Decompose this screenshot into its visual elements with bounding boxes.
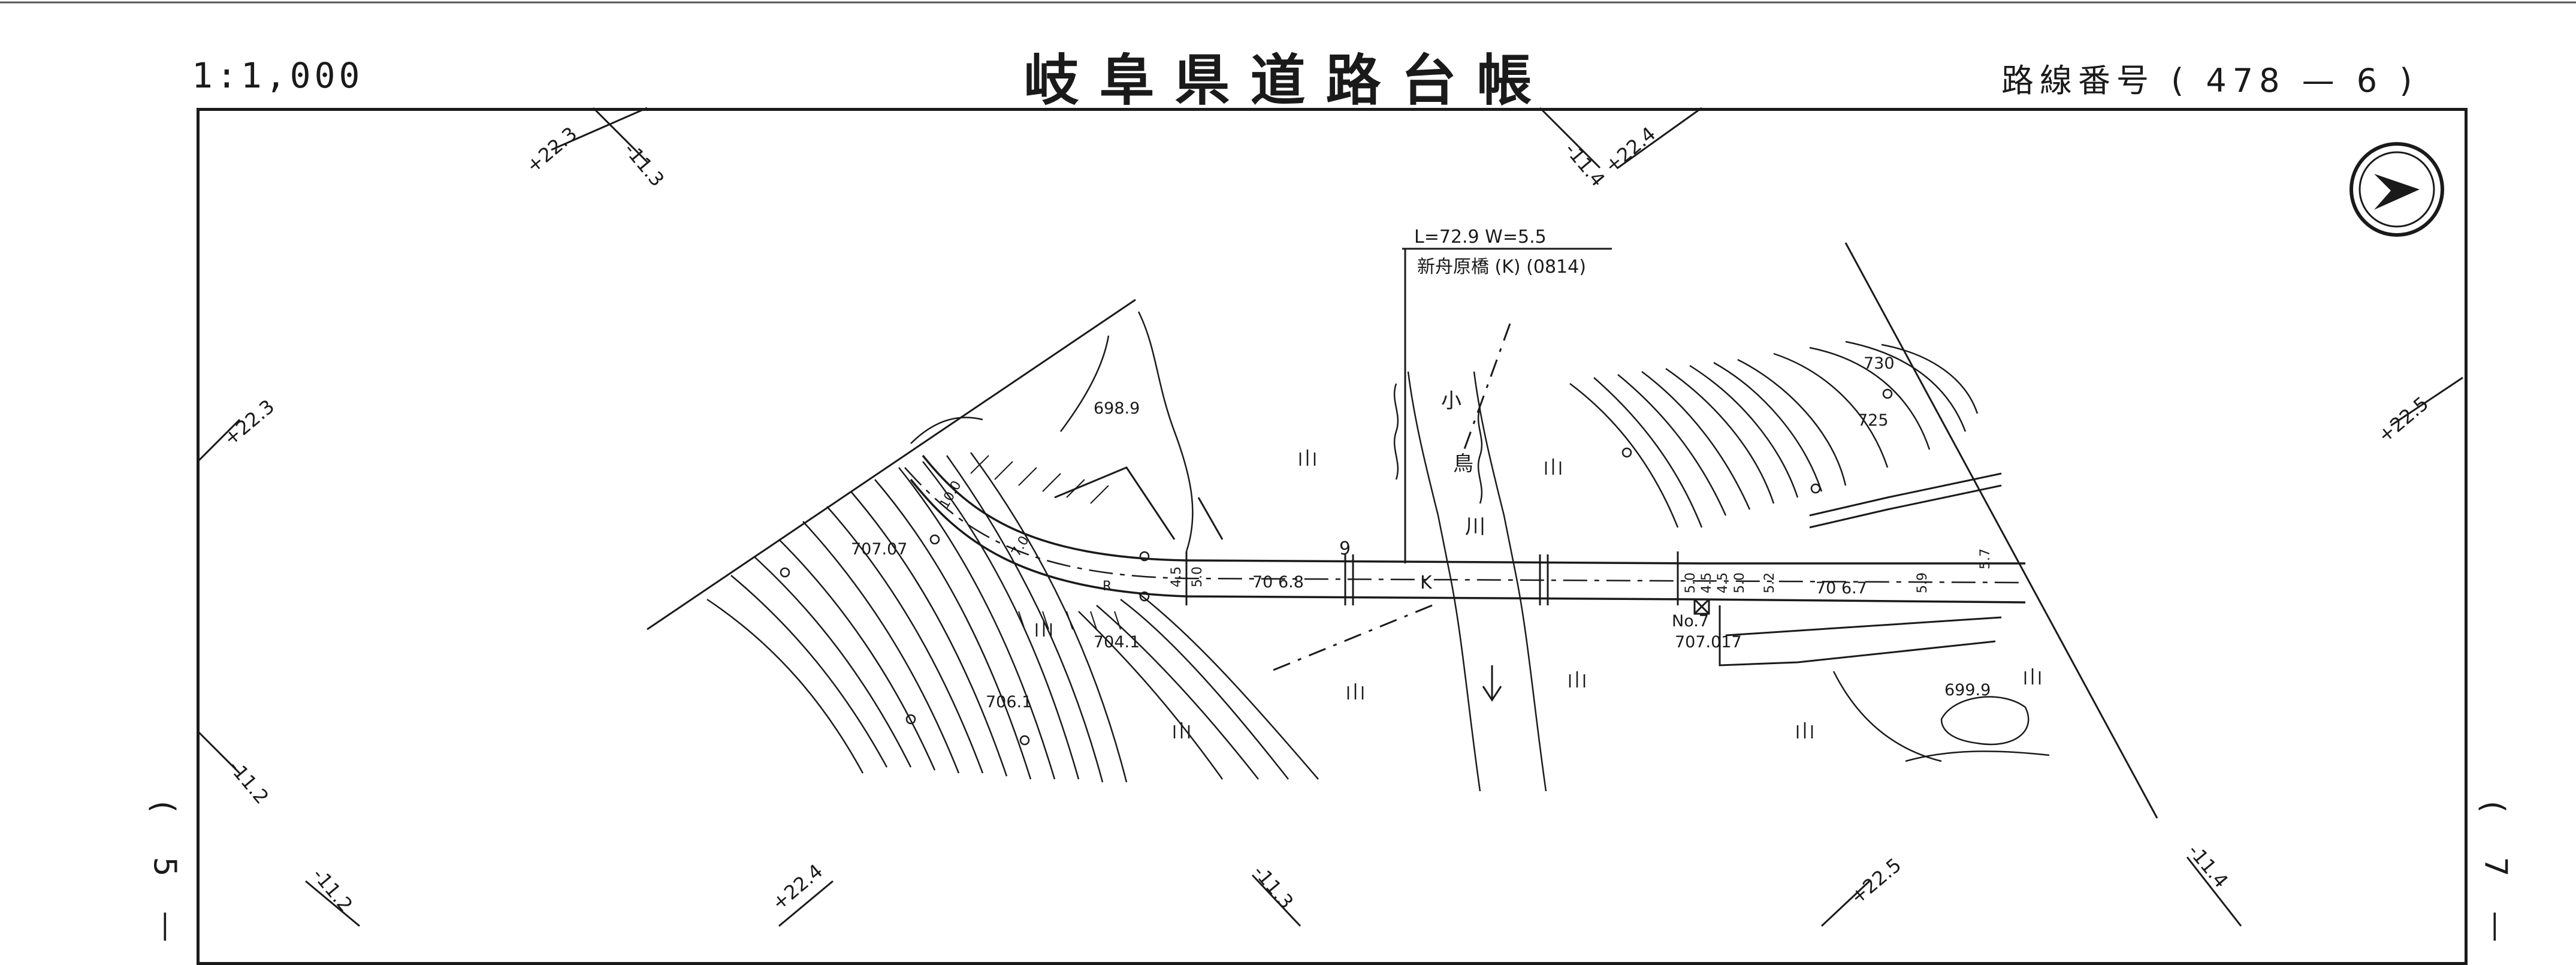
route-number: 路線番号 ( 478 — 6 ) bbox=[2001, 62, 2418, 99]
elevation-label: 698.9 bbox=[1094, 399, 1140, 418]
river-banks bbox=[1393, 371, 1547, 792]
width-label: 7.0 bbox=[1009, 533, 1032, 559]
width-label: 4.5 bbox=[1169, 566, 1184, 587]
grid-label: +22.5 bbox=[1846, 854, 1906, 909]
river-name-char: 川 bbox=[1465, 515, 1485, 539]
bridge-code: K bbox=[1420, 572, 1433, 593]
grid-label: +22.3 bbox=[522, 122, 582, 177]
road-center-dashed bbox=[904, 467, 2026, 584]
elevation-label: 706.1 bbox=[986, 693, 1032, 711]
elevation-label: 707.07 bbox=[851, 540, 907, 559]
width-label: 5.7 bbox=[1978, 548, 1993, 569]
station-tick-label: 9 bbox=[1339, 538, 1351, 559]
elevation-label: 704.1 bbox=[1094, 633, 1140, 652]
station-number: No.7 bbox=[1672, 612, 1709, 631]
river-name-char: 鳥 bbox=[1453, 452, 1473, 476]
road-centerline bbox=[910, 454, 2026, 604]
grid-label: -11.3 bbox=[620, 138, 669, 191]
elevation-label: 70 6.8 bbox=[1252, 573, 1304, 592]
vegetation-symbols bbox=[1035, 450, 2041, 738]
width-label: 5.0 bbox=[1683, 572, 1698, 593]
width-label: 5.0 bbox=[1732, 572, 1747, 593]
bridge-dimensions: L=72.9 W=5.5 bbox=[1414, 227, 1547, 248]
survey-boundary bbox=[647, 242, 2158, 819]
river-name-char: 小 bbox=[1441, 389, 1461, 413]
page-title: 岐阜県道路台帳 bbox=[1023, 49, 1553, 113]
grid-label: -11.3 bbox=[1249, 861, 1298, 913]
width-label: 4.5 bbox=[1716, 572, 1731, 593]
elevation-label: 699.9 bbox=[1944, 681, 1991, 699]
grid-label: +22.3 bbox=[219, 395, 279, 450]
contour-lines-east bbox=[1569, 340, 2050, 762]
embankment-strip bbox=[1054, 466, 2002, 667]
contour-lines-west bbox=[706, 311, 1319, 783]
bridge-name: 新舟原橋 (K) (0814) bbox=[1417, 257, 1586, 278]
flow-arrow-icon bbox=[1482, 665, 1502, 702]
grid-label: +22.4 bbox=[1600, 122, 1660, 177]
elevation-label: 70 6.7 bbox=[1816, 579, 1867, 598]
flow-arrow-upper-icon bbox=[1197, 497, 1224, 540]
contour-label: 725 bbox=[1858, 411, 1889, 430]
bridge-deck bbox=[1185, 551, 1679, 605]
grid-label: -11.2 bbox=[224, 756, 273, 809]
width-label: 5.0 bbox=[1190, 566, 1205, 587]
width-label: 4.5 bbox=[1699, 572, 1714, 593]
slope-hatching-west bbox=[970, 455, 1121, 630]
survey-point-symbols bbox=[780, 388, 1893, 746]
river-centerline bbox=[1270, 323, 1511, 673]
grid-label: +22.4 bbox=[768, 860, 828, 915]
station-marker-cross bbox=[1693, 598, 1710, 615]
station-marker-icon bbox=[1693, 598, 1710, 615]
map-scale: 1:1,000 bbox=[192, 55, 364, 96]
contour-label: 730 bbox=[1864, 354, 1895, 373]
width-label: 5.9 bbox=[1915, 572, 1930, 593]
width-label: 5.2 bbox=[1762, 572, 1777, 593]
north-arrow-icon bbox=[2349, 142, 2444, 237]
station-elevation: 707.017 bbox=[1675, 633, 1742, 652]
bridge-leader bbox=[1402, 248, 1612, 563]
grid-label: +22.5 bbox=[2373, 392, 2433, 447]
grid-label: -11.4 bbox=[1560, 138, 1609, 191]
road-edge-mark: R bbox=[1103, 579, 1112, 594]
grid-ticks bbox=[197, 107, 2463, 927]
map-drawing: +22.3 -11.3 -11.4 +22.4 +22.3 -11.2 -11.… bbox=[0, 1, 2576, 927]
